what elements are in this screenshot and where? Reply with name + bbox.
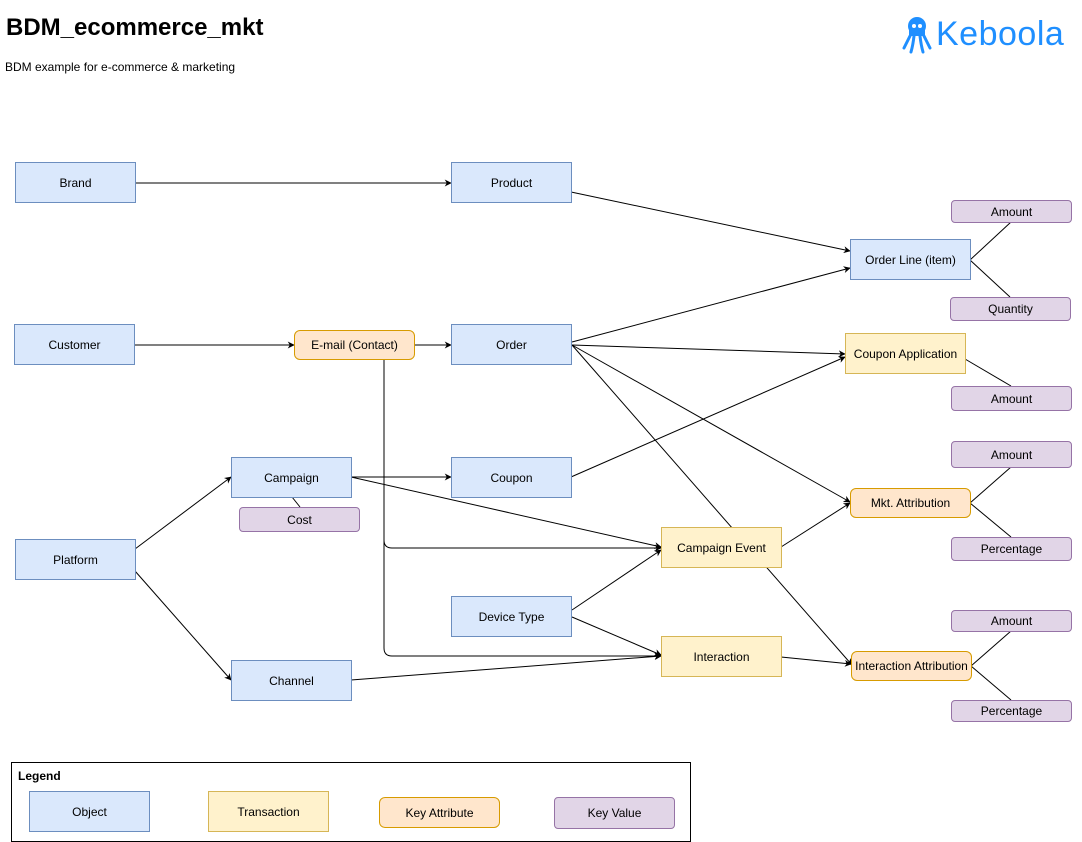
node-order[interactable]: Order [451, 324, 572, 365]
keboola-logo: Keboola [902, 12, 1064, 56]
node-order-line[interactable]: Order Line (item) [850, 239, 971, 280]
edge-order-interattr [571, 344, 853, 666]
node-coupon-application[interactable]: Coupon Application [845, 333, 966, 374]
node-device-type[interactable]: Device Type [451, 596, 572, 637]
node-brand[interactable]: Brand [15, 162, 136, 203]
node-percentage-mktattr[interactable]: Percentage [951, 537, 1072, 561]
edge-order-mktattr [571, 344, 851, 503]
edge-order-couponapp [571, 344, 846, 358]
edge-devicetype-campaignevent [571, 549, 662, 611]
node-interaction[interactable]: Interaction [661, 636, 782, 677]
edge-campaignevent-mktattr [780, 502, 851, 548]
node-platform[interactable]: Platform [15, 539, 136, 580]
node-campaign[interactable]: Campaign [231, 457, 352, 498]
link-interattr-percentage [970, 665, 1012, 701]
link-mktattr-amount [969, 466, 1012, 504]
edge-order-orderline [571, 266, 851, 343]
link-interattr-amount [970, 630, 1012, 667]
legend-key-attribute: Key Attribute [379, 797, 500, 828]
node-customer[interactable]: Customer [14, 324, 135, 365]
node-quantity[interactable]: Quantity [950, 297, 1071, 321]
node-percentage-interattr[interactable]: Percentage [951, 700, 1072, 722]
link-campaign-cost [291, 496, 301, 508]
logo-text: Keboola [936, 14, 1065, 53]
node-amount-couponapp[interactable]: Amount [951, 386, 1072, 411]
link-mktattr-percentage [969, 502, 1012, 538]
node-interaction-attribution[interactable]: Interaction Attribution [851, 651, 972, 681]
edge-campaign-campaignevent [350, 476, 662, 550]
edge-platform-campaign [134, 476, 232, 550]
legend-transaction: Transaction [208, 791, 329, 832]
node-email-contact[interactable]: E-mail (Contact) [294, 330, 415, 360]
legend-key-value: Key Value [554, 797, 675, 829]
link-orderline-quantity [969, 259, 1011, 298]
edge-platform-channel [134, 570, 232, 681]
edge-coupon-couponapp [570, 356, 846, 478]
link-orderline-amount [969, 221, 1012, 261]
legend-object: Object [29, 791, 150, 832]
node-amount-mktattr[interactable]: Amount [951, 441, 1072, 468]
node-product[interactable]: Product [451, 162, 572, 203]
page-subtitle: BDM example for e-commerce & marketing [5, 60, 236, 74]
node-coupon[interactable]: Coupon [451, 457, 572, 498]
edge-channel-interaction [350, 652, 662, 681]
link-couponapp-amount [964, 358, 1012, 387]
node-channel[interactable]: Channel [231, 660, 352, 701]
edge-interaction-interattr [780, 656, 852, 667]
edge-devicetype-interaction [571, 616, 662, 656]
node-campaign-event[interactable]: Campaign Event [661, 527, 782, 568]
legend-title: Legend [18, 769, 61, 783]
edge-email-interaction [383, 360, 662, 660]
node-mkt-attribution[interactable]: Mkt. Attribution [850, 488, 971, 518]
octopus-icon [902, 17, 932, 54]
node-cost[interactable]: Cost [239, 507, 360, 532]
node-amount-orderline[interactable]: Amount [951, 200, 1072, 223]
edge-email-campaignevent [383, 360, 662, 552]
edge-product-orderline [570, 191, 851, 254]
page-title: BDM_ecommerce_mkt [6, 14, 264, 41]
node-amount-interattr[interactable]: Amount [951, 610, 1072, 632]
